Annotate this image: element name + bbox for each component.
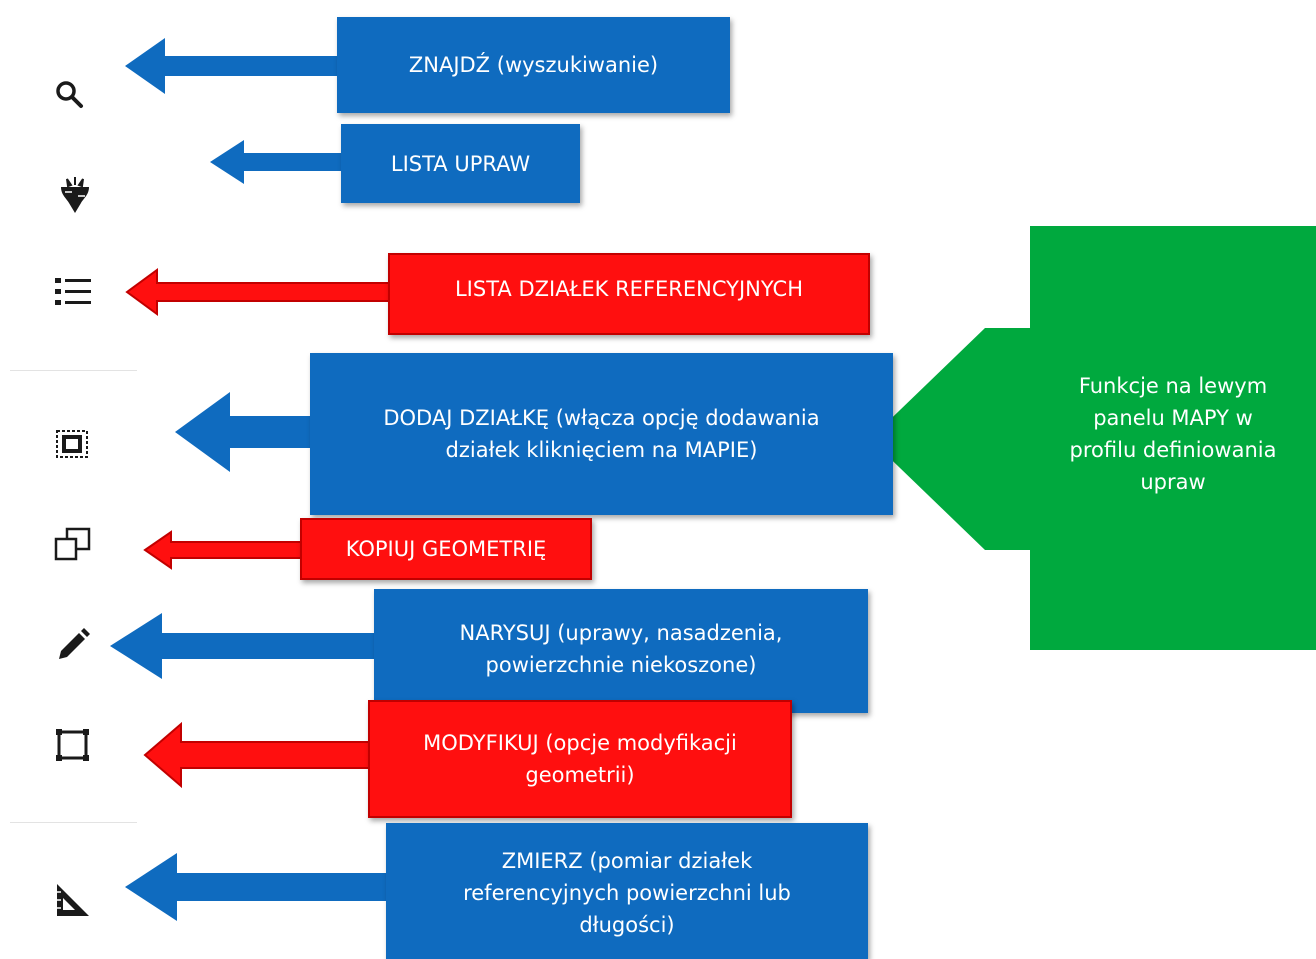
callout-znajdz: ZNAJDŹ (wyszukiwanie) <box>337 17 730 113</box>
arrow-lista-upraw <box>210 140 350 184</box>
beet-crop-icon[interactable] <box>55 175 95 215</box>
arrow-narysuj <box>110 613 385 679</box>
callout-dodaj-dzialke-label: DODAJ DZIAŁKĘ (włącza opcję dodawania dz… <box>383 406 820 462</box>
callout-narysuj: NARYSUJ (uprawy, nasadzenia, powierzchni… <box>374 589 868 713</box>
add-parcel-icon[interactable] <box>53 425 93 465</box>
callout-narysuj-label: NARYSUJ (uprawy, nasadzenia, powierzchni… <box>459 621 783 677</box>
callout-lista-dzialek: LISTA DZIAŁEK REFERENCYJNYCH <box>388 253 870 335</box>
callout-modyfikuj: MODYFIKUJ (opcje modyfikacji geometrii) <box>368 700 792 818</box>
pencil-icon[interactable] <box>53 625 93 665</box>
toolbar-divider <box>10 822 137 823</box>
list-icon[interactable] <box>53 272 93 312</box>
callout-znajdz-label: ZNAJDŹ (wyszukiwanie) <box>408 53 659 77</box>
arrow-znajdz <box>125 38 350 94</box>
modify-icon[interactable] <box>53 725 93 765</box>
info-box: Funkcje na lewym panelu MAPY w profilu d… <box>1030 226 1316 650</box>
callout-lista-upraw: LISTA UPRAW <box>341 124 580 203</box>
callout-zmierz: ZMIERZ (pomiar działek referencyjnych po… <box>386 823 868 959</box>
arrow-dodaj-dzialke <box>175 392 320 472</box>
arrow-lista-dzialek <box>125 268 400 316</box>
callout-modyfikuj-label: MODYFIKUJ (opcje modyfikacji geometrii) <box>423 731 737 787</box>
info-box-label: Funkcje na lewym panelu MAPY w profilu d… <box>1069 374 1277 494</box>
callout-kopiuj: KOPIUJ GEOMETRIĘ <box>300 518 592 580</box>
callout-kopiuj-label: KOPIUJ GEOMETRIĘ <box>345 537 547 561</box>
callout-lista-upraw-label: LISTA UPRAW <box>390 151 531 176</box>
arrow-kopiuj <box>143 530 313 570</box>
callout-lista-dzialek-label: LISTA DZIAŁEK REFERENCYJNYCH <box>454 277 804 301</box>
ruler-triangle-icon[interactable] <box>53 880 93 920</box>
toolbar-divider <box>10 370 137 371</box>
arrow-zmierz <box>125 853 395 921</box>
arrow-info <box>870 328 1040 550</box>
callout-dodaj-dzialke: DODAJ DZIAŁKĘ (włącza opcję dodawania dz… <box>310 353 893 515</box>
arrow-modyfikuj <box>143 721 378 789</box>
callout-zmierz-label: ZMIERZ (pomiar działek referencyjnych po… <box>463 849 791 937</box>
search-icon[interactable] <box>50 75 90 115</box>
copy-geometry-icon[interactable] <box>53 525 93 565</box>
